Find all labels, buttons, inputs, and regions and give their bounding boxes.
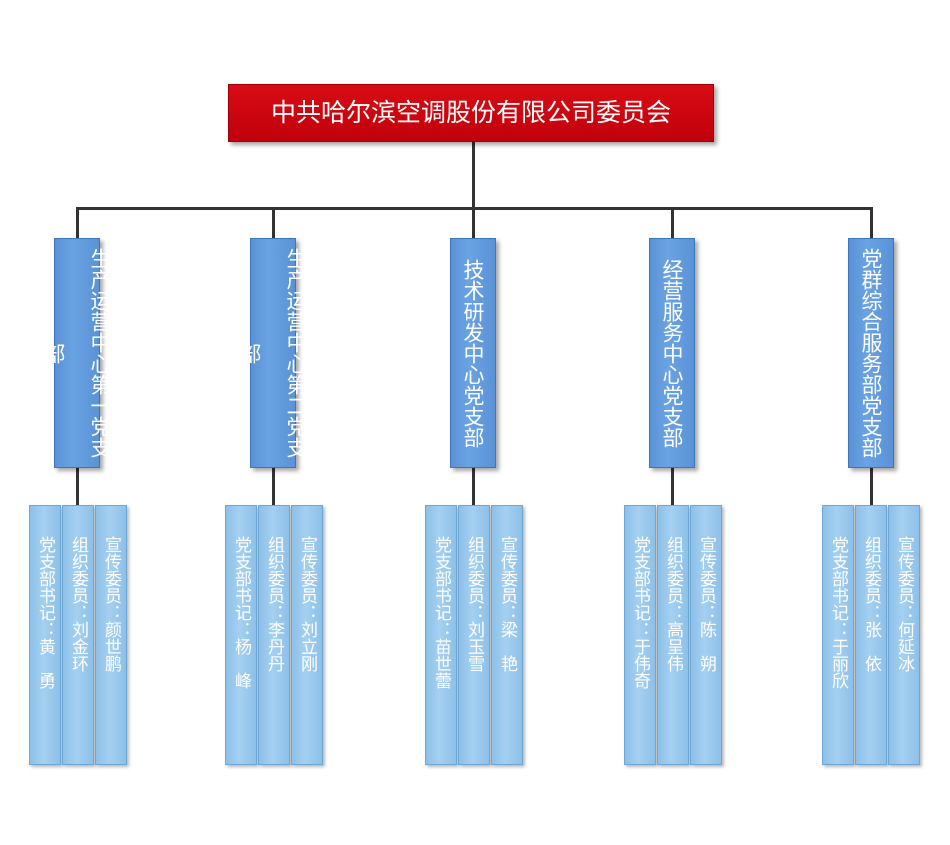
member-separator: ： [464,604,484,621]
member-role: 宣传委员 [894,536,914,604]
member-role: 组织委员 [861,536,881,604]
member-separator: ： [630,621,650,638]
member-publicity: 宣传委员：陈 朔 [690,505,722,765]
branch-box-3: 技术研发中心党支部 [450,238,496,468]
member-organization: 组织委员：刘金环 [62,505,94,765]
member-secretary: 党支部书记：于丽欣 [822,505,854,765]
member-secretary: 党支部书记：杨 峰 [225,505,257,765]
member-role: 党支部书记 [828,536,848,621]
member-separator: ： [231,621,251,638]
connector-members-1 [76,468,79,505]
member-separator: ： [101,604,121,621]
connector-members-5 [870,468,873,505]
member-separator: ： [68,604,88,621]
member-name: 张 依 [861,621,881,672]
connector-branch-3 [472,207,475,238]
connector-root-vertical [472,142,475,210]
connector-branch-1 [76,207,79,238]
member-name: 刘立刚 [297,621,317,672]
connector-members-3 [472,468,475,505]
member-secretary: 党支部书记：苗世蕾 [425,505,457,765]
member-name: 何延冰 [894,621,914,672]
branch-box-2: 生产运营中心第二党支部 [238,238,308,468]
member-role: 宣传委员 [101,536,121,604]
member-publicity: 宣传委员：梁 艳 [491,505,523,765]
committee-title-box: 中共哈尔滨空调股份有限公司委员会 [228,84,714,142]
branch-box-5: 党群综合服务部党支部 [848,238,894,468]
member-separator: ： [894,604,914,621]
member-secretary: 党支部书记：黄 勇 [29,505,61,765]
member-role: 组织委员 [663,536,683,604]
connector-branch-5 [870,207,873,238]
branch-name: 经营服务中心党支部 [660,258,684,448]
branch-box-1: 生产运营中心第一党支部 [42,238,112,468]
member-role: 组织委员 [264,536,284,604]
member-name: 黄 勇 [35,638,55,689]
connector-branch-2 [272,207,275,238]
branch-name: 生产运营中心第二党支部 [238,248,308,458]
member-name: 李丹丹 [264,621,284,672]
member-organization: 组织委员：高呈伟 [657,505,689,765]
connector-members-4 [671,468,674,505]
connector-branch-4 [671,207,674,238]
member-name: 刘玉雪 [464,621,484,672]
member-separator: ： [297,604,317,621]
member-name: 于丽欣 [828,638,848,689]
member-role: 宣传委员 [297,536,317,604]
member-organization: 组织委员：张 依 [855,505,887,765]
member-role: 宣传委员 [696,536,716,604]
member-name: 颜世鹏 [101,621,121,672]
member-separator: ： [431,621,451,638]
member-organization: 组织委员：李丹丹 [258,505,290,765]
member-name: 高呈伟 [663,621,683,672]
member-separator: ： [861,604,881,621]
member-name: 苗世蕾 [431,638,451,689]
member-secretary: 党支部书记：于伟奇 [624,505,656,765]
member-separator: ： [663,604,683,621]
member-role: 宣传委员 [497,536,517,604]
connector-members-2 [272,468,275,505]
branch-name: 党群综合服务部党支部 [859,248,883,458]
member-role: 党支部书记 [630,536,650,621]
member-separator: ： [264,604,284,621]
member-name: 刘金环 [68,621,88,672]
member-name: 陈 朔 [696,621,716,672]
committee-title: 中共哈尔滨空调股份有限公司委员会 [270,98,671,127]
member-separator: ： [497,604,517,621]
member-role: 党支部书记 [35,536,55,621]
branch-name: 技术研发中心党支部 [461,258,485,448]
member-name: 梁 艳 [497,621,517,672]
branch-box-4: 经营服务中心党支部 [649,238,695,468]
member-role: 组织委员 [464,536,484,604]
branch-name: 生产运营中心第一党支部 [42,248,112,458]
member-separator: ： [828,621,848,638]
member-role: 组织委员 [68,536,88,604]
member-publicity: 宣传委员：刘立刚 [291,505,323,765]
member-publicity: 宣传委员：何延冰 [888,505,920,765]
member-role: 党支部书记 [231,536,251,621]
member-publicity: 宣传委员：颜世鹏 [95,505,127,765]
member-separator: ： [696,604,716,621]
member-organization: 组织委员：刘玉雪 [458,505,490,765]
member-name: 杨 峰 [231,638,251,689]
member-separator: ： [35,621,55,638]
member-name: 于伟奇 [630,638,650,689]
member-role: 党支部书记 [431,536,451,621]
